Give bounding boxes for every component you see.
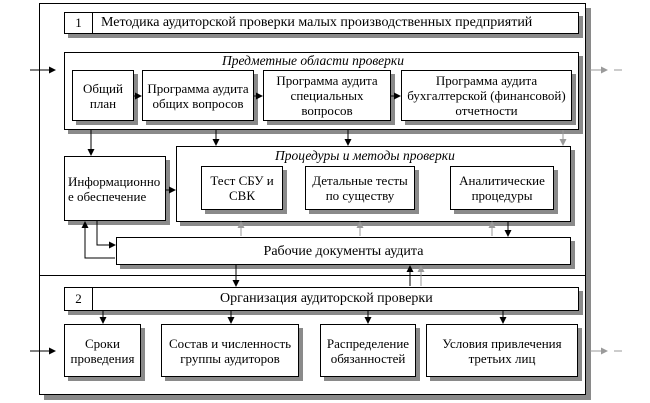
- general-questions-program-box: Программа аудита общих вопросов: [142, 70, 254, 121]
- section-divider: [39, 275, 586, 276]
- responsibilities-distribution-box: Распределение обязанностей: [320, 324, 416, 377]
- arrow-workdocs-to-info: [81, 221, 115, 259]
- third-party-involvement-box: Условия привлечения третьих лиц: [426, 324, 578, 377]
- procedures-header: Процедуры и методы проверки: [275, 148, 455, 163]
- information-support-box: Информационное обеспечение: [64, 156, 166, 221]
- detailed-tests-box: Детальные тесты по существу: [305, 166, 415, 210]
- section2-title: Организация аудиторской проверки: [220, 291, 433, 306]
- section1-title-box: 1 Методика аудиторской проверки малых пр…: [64, 12, 579, 34]
- arrow-info-to-workdocs: [96, 221, 116, 249]
- section2-number: 2: [65, 288, 93, 310]
- section2-title-box: 2 Организация аудиторской проверки: [64, 287, 579, 311]
- financial-statements-program-box: Программа аудита бухгалтерской (финансов…: [401, 70, 572, 121]
- timing-box: Сроки проведения: [64, 324, 141, 377]
- section1-number: 1: [65, 13, 93, 33]
- working-documents-box: Рабочие документы аудита: [116, 237, 571, 265]
- analytical-procedures-box: Аналитические процедуры: [450, 166, 554, 210]
- sbu-svk-test-box: Тест СБУ и СВК: [201, 166, 283, 210]
- audit-team-composition-box: Состав и численность группы аудиторов: [161, 324, 299, 377]
- section1-title: Методика аудиторской проверки малых прои…: [101, 15, 533, 30]
- general-plan-box: Общий план: [72, 70, 134, 121]
- subject-areas-header: Предметные области проверки: [222, 53, 404, 68]
- special-questions-program-box: Программа аудита специальных вопросов: [263, 70, 391, 121]
